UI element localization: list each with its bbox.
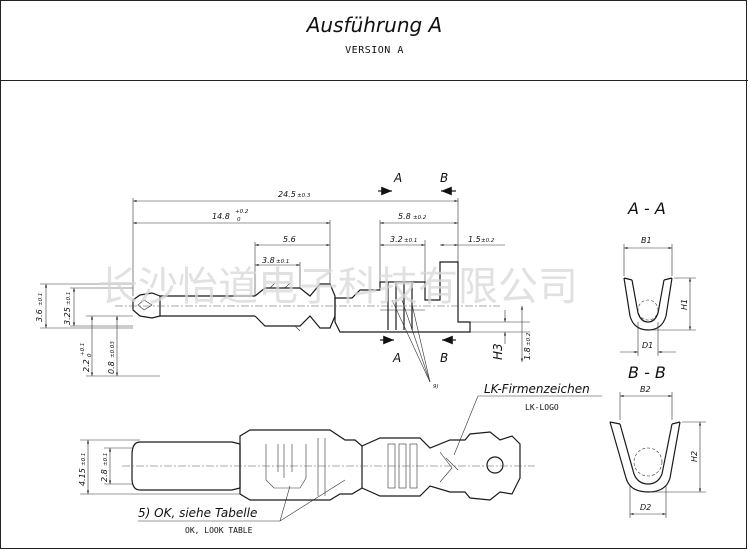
- dim-v22-value: 2.2: [82, 359, 91, 372]
- ok-note-title: 5) OK, siehe Tabelle: [138, 506, 257, 520]
- section-b-top-label: B: [440, 171, 448, 185]
- horizontal-dimensions: 24.5 ±0.3 14.8 +0.2 0 5.8 ±0.2 5.6 3.2 ±…: [132, 190, 505, 296]
- section-a-bottom-label: A: [392, 351, 401, 365]
- dim-v28-tol: ±0.1: [103, 453, 109, 466]
- section-aa: A - A B1 H1 D1: [620, 199, 696, 356]
- note-9-label: 9): [433, 384, 439, 390]
- dim-v18-value: 1.8: [523, 347, 532, 360]
- dim-v28-value: 2.8: [100, 469, 109, 482]
- dim-v22-tol-up: +0.1: [80, 343, 86, 356]
- dim-overall-tol: ±0.3: [297, 193, 311, 199]
- title-block: Ausführung A VERSION A: [1, 1, 748, 81]
- dim-38-value: 3.8: [262, 256, 275, 265]
- section-bb-d2-label: D2: [640, 503, 651, 512]
- dim-h3-label: H3: [491, 343, 505, 360]
- dim-v18-tol: ±0.2: [526, 332, 532, 346]
- dim-v415-value: 4.15: [78, 468, 87, 486]
- dim-148-value: 14.8: [212, 212, 230, 221]
- dim-v36-value: 3.6: [35, 309, 44, 322]
- dim-148-tol-up: +0.2: [235, 209, 249, 215]
- dim-v415-tol: ±0.1: [81, 453, 87, 466]
- dim-15-tol: ±0.2: [481, 238, 495, 244]
- section-bb-b2-label: B2: [640, 385, 651, 394]
- top-view: 4.15 ±0.1 2.8 ±0.1: [78, 429, 535, 501]
- dim-148-tol-lo: 0: [237, 217, 241, 223]
- dim-v325-value: 3.25: [63, 307, 72, 325]
- dim-32-tol: ±0.1: [404, 238, 417, 244]
- dim-v36-tol: ±0.1: [38, 293, 44, 306]
- dim-v325-tol: ±0.1: [66, 292, 72, 305]
- ok-note: 5) OK, siehe Tabelle OK, LOOK TABLE: [138, 479, 346, 535]
- section-aa-d1-label: D1: [642, 341, 653, 350]
- lk-logo-note: LK-Firmenzeichen LK-LOGO: [453, 382, 602, 456]
- dim-v08-value: 0.8: [107, 361, 116, 374]
- section-bb: B - B B2 H2 D2: [609, 363, 706, 518]
- dim-overall-value: 24.5: [278, 190, 296, 199]
- dim-32-value: 3.2: [390, 235, 403, 244]
- section-a-top-label: A: [393, 171, 402, 185]
- lk-logo-subtitle: LK-LOGO: [525, 403, 559, 412]
- dim-v22-tol-lo: 0: [87, 353, 93, 357]
- dim-56-value: 5.6: [283, 235, 296, 244]
- side-view: [115, 261, 500, 333]
- section-bb-h2-label: H2: [690, 451, 699, 462]
- dim-38-tol: ±0.1: [276, 259, 289, 265]
- section-markers: A B A B: [378, 171, 456, 365]
- note-9: 9): [391, 299, 439, 390]
- section-b-bottom-label: B: [440, 351, 448, 365]
- vertical-dimensions: 3.6 ±0.1 3.25 ±0.1 2.2 +0.1 0 0.8 ±0.03 …: [35, 283, 532, 377]
- watermark-text: 长沙怡道电子科技有限公司: [98, 264, 578, 310]
- section-aa-b1-label: B1: [641, 236, 652, 245]
- dim-v08-tol: ±0.03: [110, 341, 116, 358]
- drawing-subtitle: VERSION A: [345, 45, 404, 56]
- section-aa-h1-label: H1: [680, 299, 689, 310]
- ok-note-subtitle: OK, LOOK TABLE: [185, 526, 253, 535]
- dim-58-value: 5.8: [398, 212, 411, 221]
- lk-logo-title: LK-Firmenzeichen: [484, 382, 590, 396]
- section-bb-title: B - B: [628, 363, 666, 382]
- dim-15-value: 1.5: [468, 235, 481, 244]
- drawing-title: Ausführung A: [306, 13, 443, 37]
- dim-58-tol: ±0.2: [413, 215, 427, 221]
- section-aa-title: A - A: [627, 199, 666, 218]
